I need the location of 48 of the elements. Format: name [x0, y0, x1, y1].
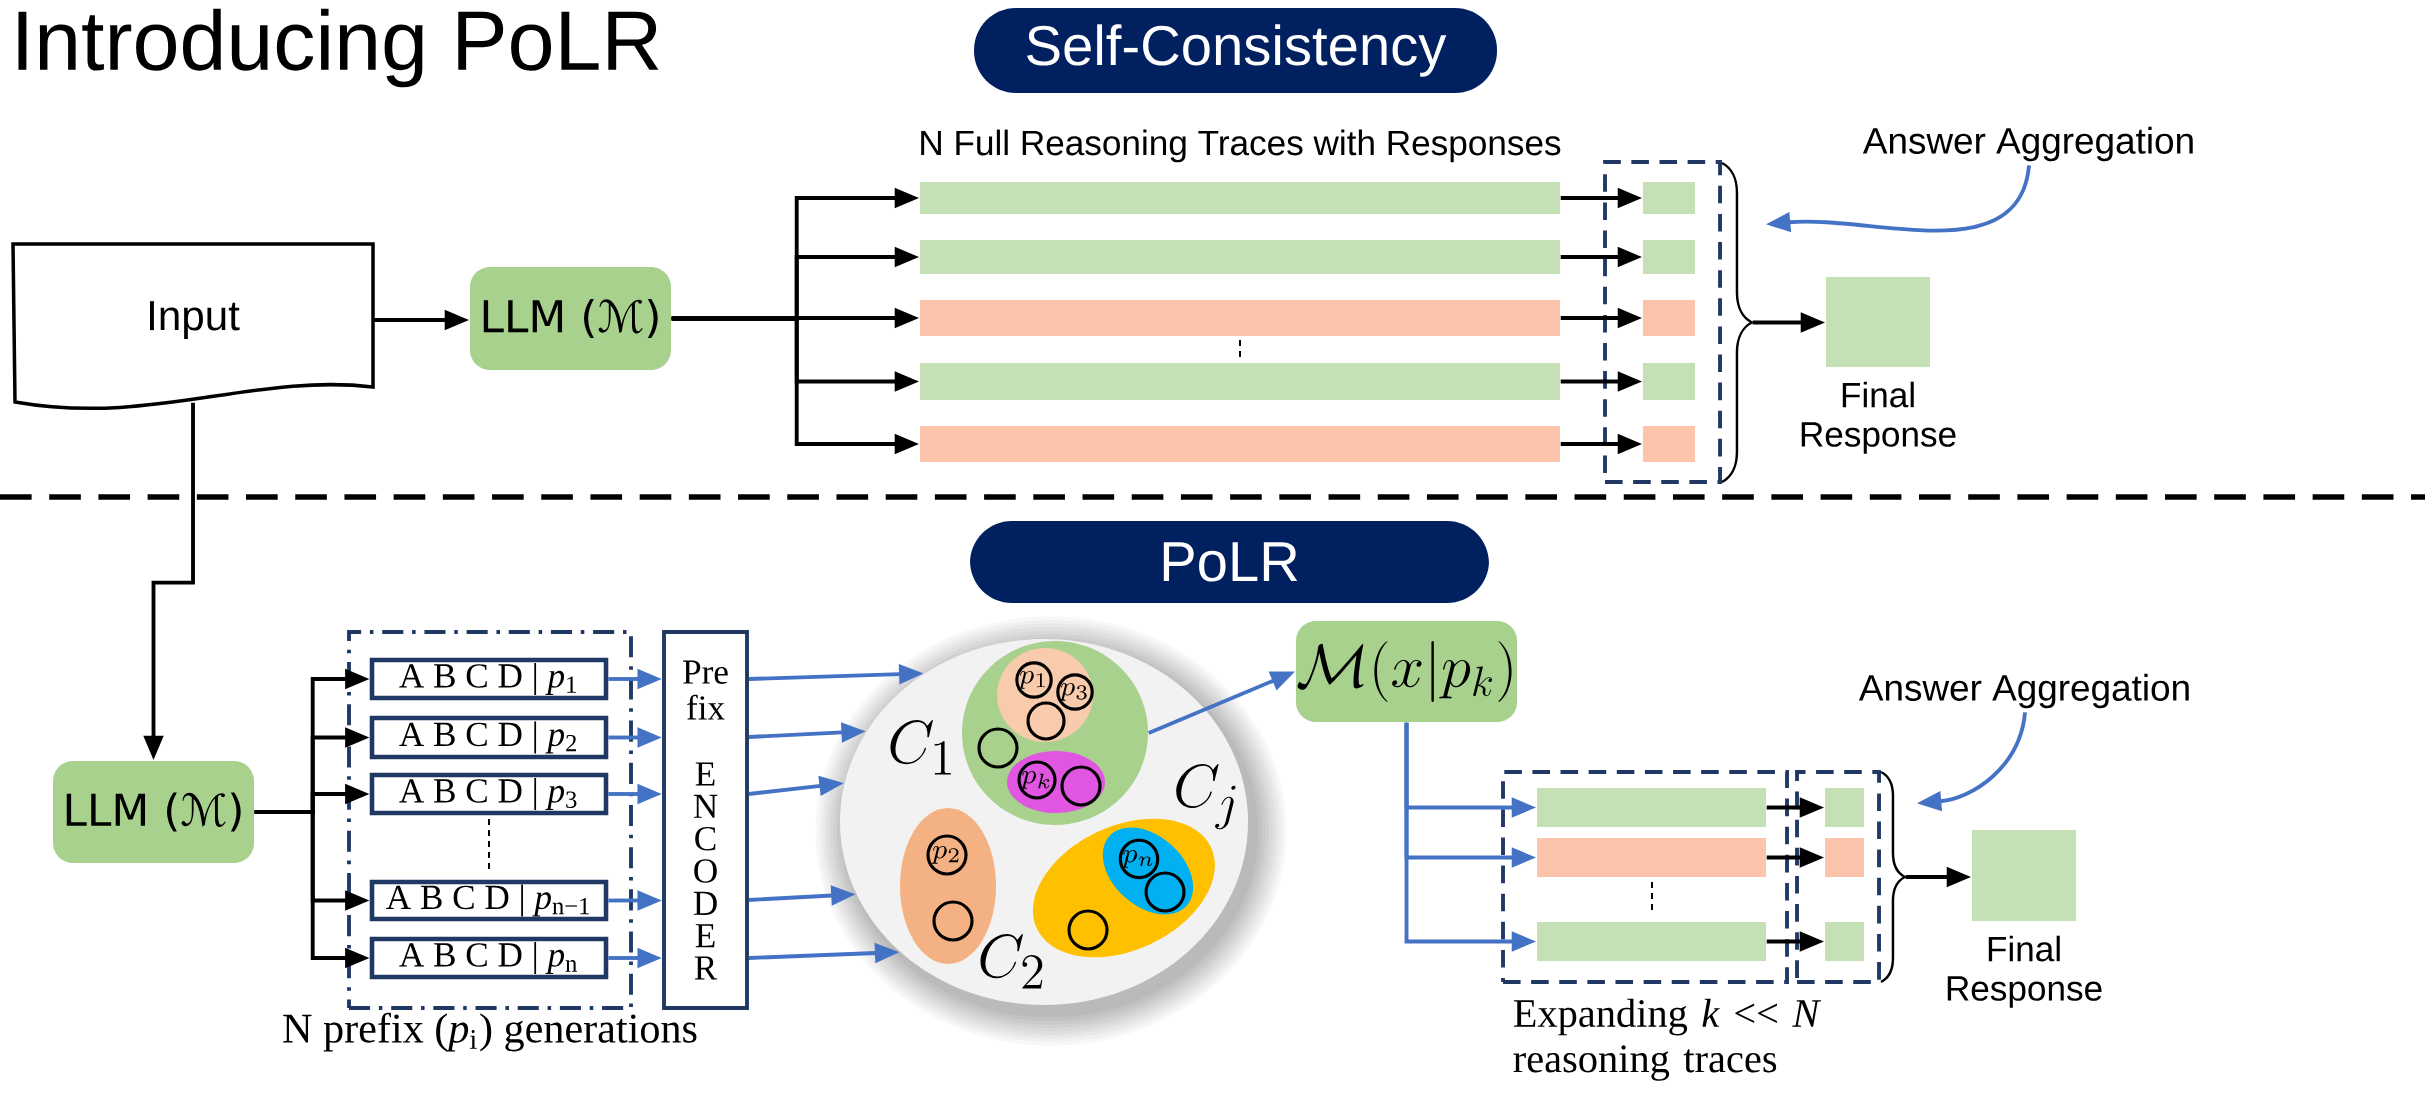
trace-bar — [920, 240, 1560, 274]
trace-bar — [1537, 922, 1767, 961]
annotation-text: Answer Aggregation — [1862, 126, 2193, 162]
answer-box — [1643, 182, 1695, 214]
trace-bar — [1537, 788, 1767, 827]
caption-text: N prefix (p$_{i}$) generations — [283, 1012, 697, 1052]
trace-bar — [920, 300, 1560, 336]
sample-circle — [977, 727, 1019, 769]
cluster-label: $C_1$ — [890, 720, 951, 775]
answer-box — [1825, 838, 1864, 877]
sample-circle — [1144, 871, 1186, 913]
caption-text: Final Response — [1947, 935, 2102, 1008]
trace-bar — [920, 426, 1560, 462]
trace-bar — [1537, 838, 1767, 877]
sample-circle — [1067, 909, 1109, 951]
answer-box — [1643, 300, 1695, 336]
prefix-box: A B C D | p$_{n−1}$ — [369, 879, 609, 922]
sample-circle — [1060, 765, 1102, 807]
sample-circle — [1026, 701, 1066, 741]
encoder-box: Pre fix E N C O D E R — [662, 630, 749, 1010]
trace-bar — [920, 182, 1560, 214]
caption-text: Final Response — [1801, 381, 1956, 454]
prefix-box: A B C D | p$_{n}$ — [369, 936, 609, 980]
answer-box — [1825, 922, 1864, 961]
heading-text: N Full Reasoning Traces with Responses — [921, 129, 1561, 163]
caption-text: Expanding k << N reasoning traces — [1513, 998, 1822, 1081]
answer-box — [1643, 363, 1695, 400]
prefix-box: A B C D | p$_{3}$ — [369, 772, 609, 816]
model-box: LLM (ℳ) — [470, 267, 671, 370]
curly-brace — [1880, 770, 1907, 984]
dashed-frame — [1603, 160, 1722, 484]
prefix-box: A B C D | p$_{1}$ — [369, 657, 609, 701]
model-box: LLM (ℳ) — [53, 761, 254, 863]
answer-box — [1643, 426, 1695, 462]
section-banner: Self-Consistency — [974, 8, 1497, 93]
prefix-box: A B C D | p$_{2}$ — [369, 715, 609, 760]
dashed-frame — [1795, 770, 1881, 984]
trace-bar — [920, 363, 1560, 400]
sample-circle — [932, 900, 974, 942]
section-banner: PoLR — [970, 521, 1489, 603]
answer-box — [1643, 240, 1695, 274]
annotation-text: Answer Aggregation — [1858, 673, 2189, 709]
cluster-label: $C_j$ — [1176, 763, 1236, 830]
cluster-label: $C_2$ — [980, 934, 1043, 989]
answer-box — [1825, 788, 1864, 827]
curly-brace — [1721, 161, 1754, 484]
model-box: $\mathcal{M}(x|p_k)$ — [1295, 621, 1518, 722]
title-text: Introducing PoLR — [18, 8, 659, 88]
